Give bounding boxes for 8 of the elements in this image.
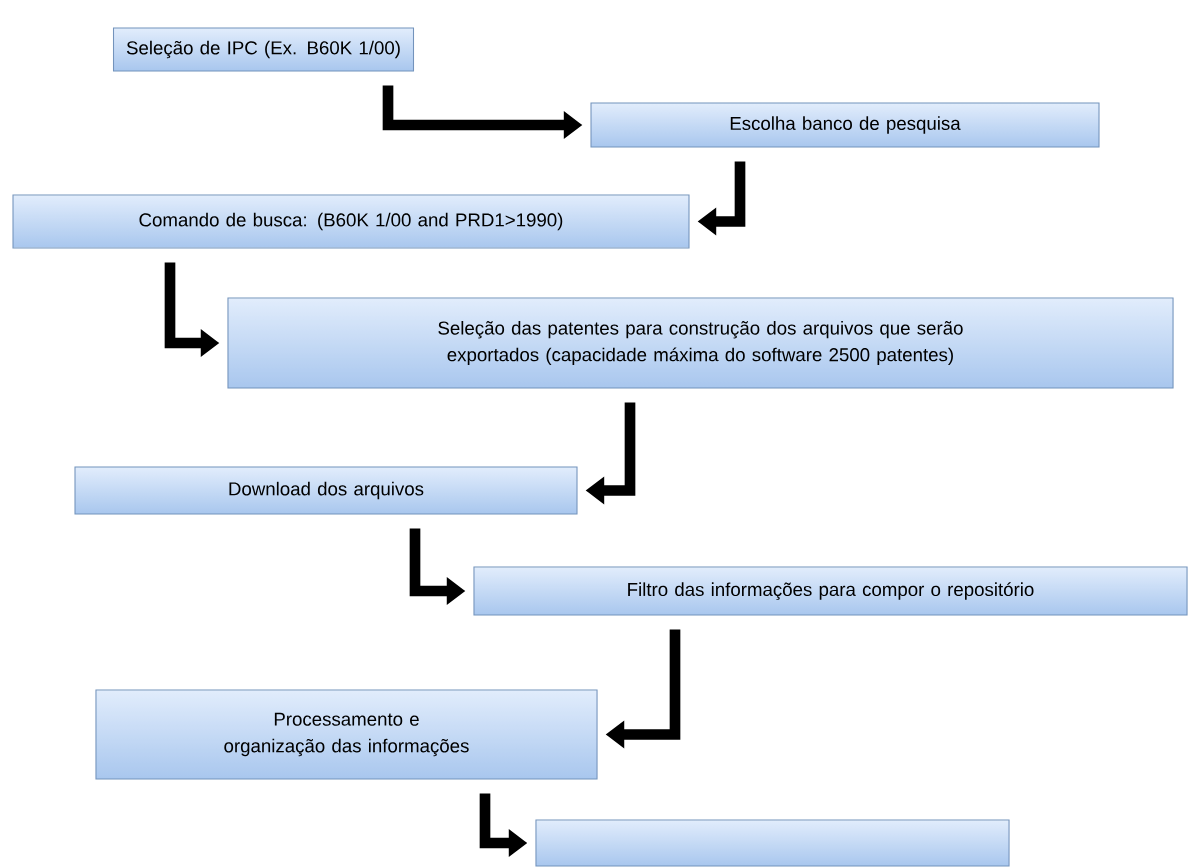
process-box: Comando de busca: (B60K 1/00 and PRD1>1990) — [12, 194, 690, 249]
process-box: Download dos arquivos — [74, 466, 578, 515]
process-box: Filtro das informações para compor o repositório — [473, 566, 1188, 616]
process-box: Seleção das patentes para construção dos arquivos que serão exportados (capacidade máxima do software 2500 patentes) — [227, 297, 1174, 389]
process-box: Processamento e organização das informações — [95, 689, 598, 780]
empty-box — [535, 819, 1010, 867]
process-box: Seleção de IPC (Ex. B60K 1/00) — [112, 27, 415, 72]
process-box: Escolha banco de pesquisa — [590, 102, 1100, 148]
